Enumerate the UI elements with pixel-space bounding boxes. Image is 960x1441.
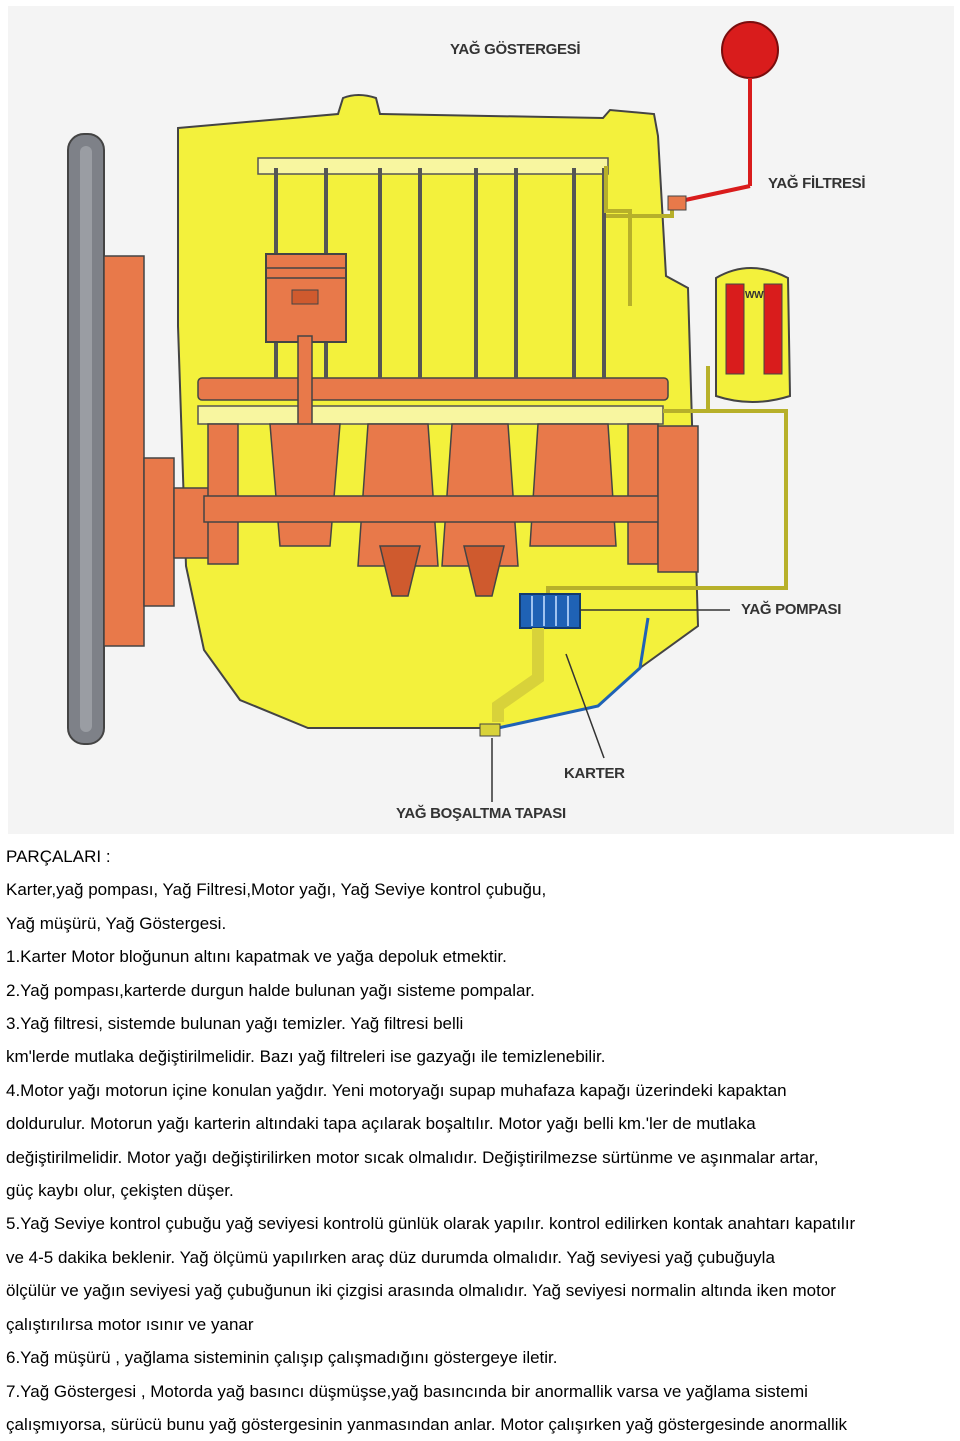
crankshaft-pulley xyxy=(103,255,145,647)
oil-pump xyxy=(519,593,581,629)
text-line: ölçülür ve yağın seviyesi yağ çubuğunun … xyxy=(6,1281,836,1301)
text-line: güç kaybı olur, çekişten düşer. xyxy=(6,1181,234,1201)
text-line: değiştirilmelidir. Motor yağı değiştiril… xyxy=(6,1147,819,1167)
oil-gauge-label: YAĞ GÖSTERGESİ xyxy=(450,40,580,58)
text-line: Yağ müşürü, Yağ Göstergesi. xyxy=(6,913,227,933)
oil-filter: WW xyxy=(715,267,792,403)
drain-plug xyxy=(479,723,501,737)
text-line: 1.Karter Motor bloğunun altını kapatmak … xyxy=(6,947,507,967)
text-line: 2.Yağ pompası,karterde durgun halde bulu… xyxy=(6,980,535,1000)
sump-outline xyxy=(497,617,650,730)
text-line: PARÇALARI : xyxy=(6,847,111,866)
text-line: çalışmıyorsa, sürücü bunu yağ göstergesi… xyxy=(6,1414,847,1434)
text-line: 5.Yağ Seviye kontrol çubuğu yağ seviyesi… xyxy=(6,1214,856,1234)
drain-plug-label: YAĞ BOŞALTMA TAPASI xyxy=(396,804,566,822)
engine-lubrication-diagram: WW YAĞ GÖ xyxy=(8,6,954,834)
oil-filter-label: YAĞ FİLTRESİ xyxy=(768,174,865,192)
pushrods xyxy=(274,168,606,378)
parts-description: PARÇALARI : Karter,yağ pompası, Yağ Filt… xyxy=(6,840,960,1441)
oil-pump-label: YAĞ POMPASI xyxy=(741,600,841,618)
camshaft xyxy=(197,377,669,401)
text-line: doldurulur. Motorun yağı karterin altınd… xyxy=(6,1114,756,1134)
text-line: 4.Motor yağı motorun içine konulan yağdı… xyxy=(6,1080,787,1100)
main-oil-gallery xyxy=(197,405,664,425)
text-line: 7.Yağ Göstergesi , Motorda yağ basıncı d… xyxy=(6,1381,808,1401)
text-line: km'lerde mutlaka değiştirilmelidir. Bazı… xyxy=(6,1047,606,1067)
text-line: 3.Yağ filtresi, sistemde bulunan yağı te… xyxy=(6,1014,464,1034)
timing-cover xyxy=(657,425,699,573)
oil-gauge xyxy=(667,21,779,211)
oil-pickup-tube xyxy=(492,628,544,722)
filter-mark: WW xyxy=(745,290,764,301)
text-line: 6.Yağ müşürü , yağlama sisteminin çalışı… xyxy=(6,1348,558,1368)
text-line: ve 4-5 dakika beklenir. Yağ ölçümü yapıl… xyxy=(6,1247,775,1267)
text-line: Karter,yağ pompası, Yağ Filtresi,Motor y… xyxy=(6,880,547,900)
sump-label: KARTER xyxy=(564,765,625,782)
crankshaft xyxy=(203,423,667,597)
text-line: çalıştırılırsa motor ısınır ve yanar xyxy=(6,1314,254,1334)
